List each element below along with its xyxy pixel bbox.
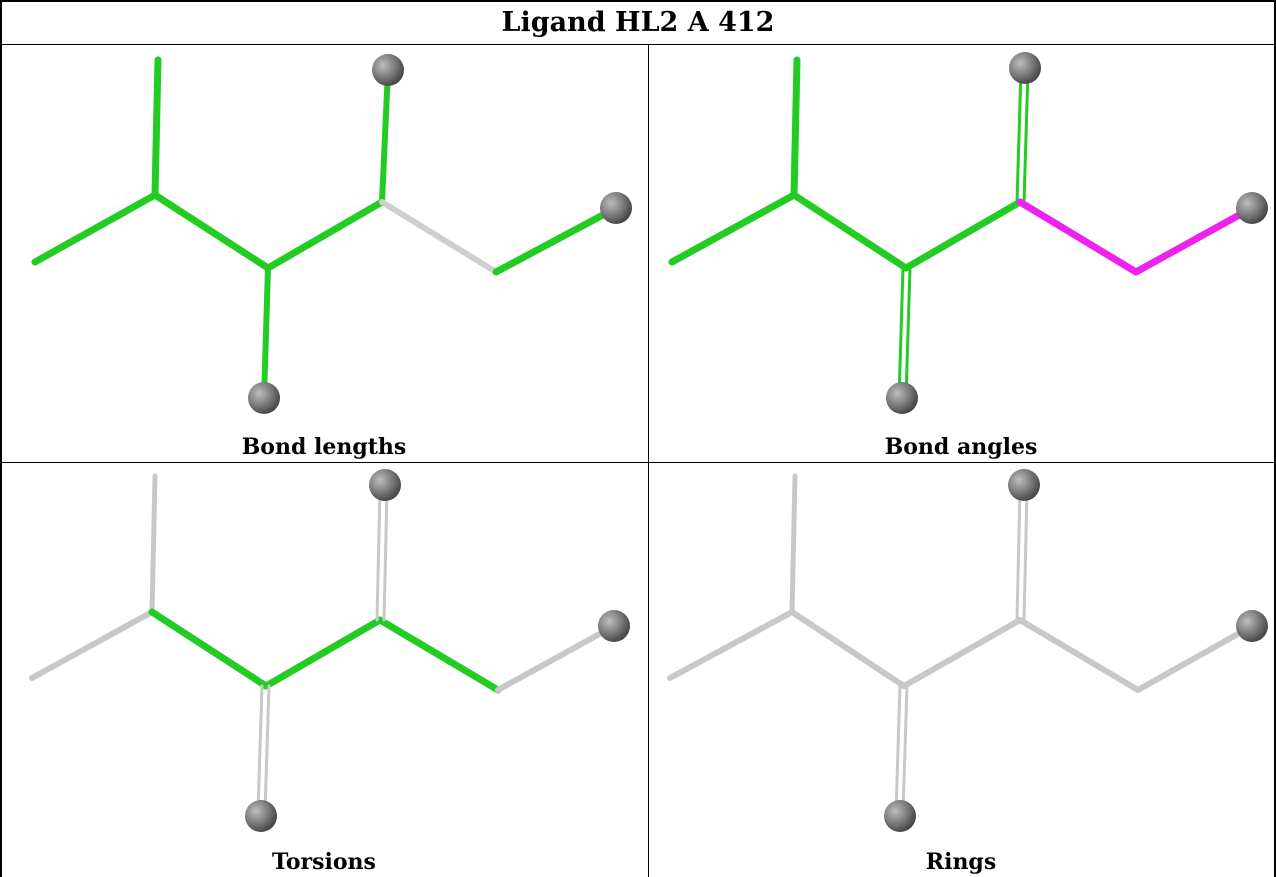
bond-segment [31, 191, 159, 266]
bond-segment [901, 617, 1023, 689]
bond-segment [379, 67, 391, 205]
bond-segment [379, 199, 499, 275]
bond-segment [492, 204, 620, 276]
bond-segment [789, 473, 798, 615]
bond-segment [902, 198, 1024, 272]
outer-border-top [0, 0, 1276, 2]
bond-segment [668, 191, 798, 266]
bond-segment [263, 684, 271, 814]
atom-sphere [1008, 469, 1040, 501]
row-divider [0, 462, 1276, 463]
bond-segment [667, 609, 795, 681]
bond-segment [376, 616, 502, 694]
bond-segment [495, 623, 617, 693]
bond-segment [1015, 488, 1022, 622]
atom-sphere [598, 610, 630, 642]
atom-sphere [372, 54, 404, 86]
bond-segment [151, 56, 162, 199]
panel-rings-image [667, 469, 1268, 832]
atom-sphere [1236, 192, 1268, 224]
bond-segment [261, 265, 271, 401]
bond-segment [151, 191, 272, 272]
bond-segment [790, 56, 801, 199]
bond-segment [1016, 198, 1140, 276]
atom-sphere [886, 382, 918, 414]
atom-sphere [600, 192, 632, 224]
bond-segment [1022, 488, 1029, 622]
bond-segment [1135, 623, 1255, 693]
bond-segment [149, 473, 158, 615]
column-divider [648, 44, 649, 877]
bond-segment [901, 684, 909, 814]
bond-segment [264, 198, 386, 272]
bond-segment [789, 609, 907, 689]
bond-segment [375, 488, 382, 622]
panel-torsions-image [29, 469, 630, 832]
bond-segment [904, 266, 912, 400]
panel-bond-angles-image [668, 52, 1268, 414]
atom-sphere [1009, 52, 1041, 84]
caption-bond-lengths: Bond lengths [241, 434, 407, 460]
caption-bond-angles: Bond angles [884, 434, 1038, 460]
bond-segment [262, 616, 384, 690]
atom-sphere [884, 800, 916, 832]
bond-segment [1017, 617, 1141, 693]
table-title: Ligand HL2 A 412 [501, 6, 775, 38]
bond-segment [894, 684, 902, 814]
atom-sphere [369, 469, 401, 501]
outer-border-right [1274, 0, 1276, 877]
title-divider [0, 44, 1276, 45]
bond-segment [382, 488, 389, 622]
bond-segment [790, 191, 910, 272]
bond-segment [29, 609, 155, 681]
panel-bond-lengths-image [31, 54, 632, 414]
outer-border-left [0, 0, 2, 877]
bond-segment [256, 684, 264, 814]
atom-sphere [248, 382, 280, 414]
caption-rings: Rings [925, 849, 997, 875]
bond-segment [897, 266, 905, 400]
caption-torsions: Torsions [272, 849, 376, 875]
atom-sphere [245, 800, 277, 832]
bond-segment [1132, 204, 1256, 276]
bond-segment [1022, 68, 1030, 204]
bond-segment [1015, 68, 1023, 204]
atom-sphere [1236, 610, 1268, 642]
bond-segment [148, 608, 270, 690]
